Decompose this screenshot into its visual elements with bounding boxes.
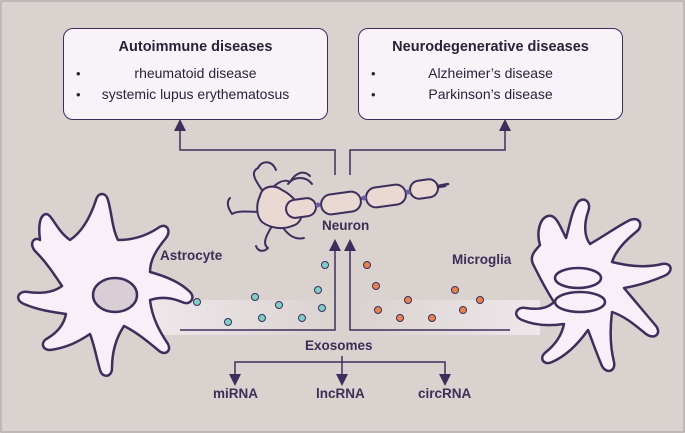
arrow-to-neurodegenerative bbox=[349, 119, 511, 175]
list-item: Parkinson’s disease bbox=[359, 84, 622, 105]
mirna-label: miRNA bbox=[213, 386, 259, 401]
neuron-label: Neuron bbox=[322, 218, 370, 233]
lncrna-label: lncRNA bbox=[316, 386, 365, 401]
neurodegenerative-box: Neurodegenerative diseases Alzheimer’s d… bbox=[358, 28, 623, 120]
neurodegenerative-list: Alzheimer’s disease Parkinson’s disease bbox=[359, 63, 622, 105]
arrow-to-mirna bbox=[229, 361, 342, 386]
astrocyte-glow bbox=[150, 300, 340, 335]
list-item: systemic lupus erythematosus bbox=[64, 84, 327, 105]
arrow-microglia-to-neuron bbox=[344, 239, 510, 331]
list-item: rheumatoid disease bbox=[64, 63, 327, 84]
arrow-to-autoimmune bbox=[174, 119, 336, 175]
list-item: Alzheimer’s disease bbox=[359, 63, 622, 84]
astrocyte-cell bbox=[16, 192, 194, 377]
autoimmune-list: rheumatoid disease systemic lupus erythe… bbox=[64, 63, 327, 105]
microglia-label: Microglia bbox=[452, 252, 512, 267]
microglia-glow bbox=[355, 300, 540, 335]
autoimmune-box: Autoimmune diseases rheumatoid disease s… bbox=[63, 28, 328, 120]
exosomes-label: Exosomes bbox=[305, 338, 373, 353]
microglia-vesicles bbox=[363, 261, 484, 322]
arrow-astrocyte-to-neuron bbox=[180, 239, 341, 331]
microglia-cell bbox=[514, 198, 672, 373]
arrow-to-circrna bbox=[342, 361, 451, 386]
neurodegenerative-title: Neurodegenerative diseases bbox=[392, 39, 589, 55]
circrna-label: circRNA bbox=[418, 386, 472, 401]
astrocyte-label: Astrocyte bbox=[160, 248, 223, 263]
astrocyte-vesicles bbox=[193, 261, 329, 326]
autoimmune-title: Autoimmune diseases bbox=[118, 39, 273, 55]
neuron-cell bbox=[226, 161, 450, 252]
